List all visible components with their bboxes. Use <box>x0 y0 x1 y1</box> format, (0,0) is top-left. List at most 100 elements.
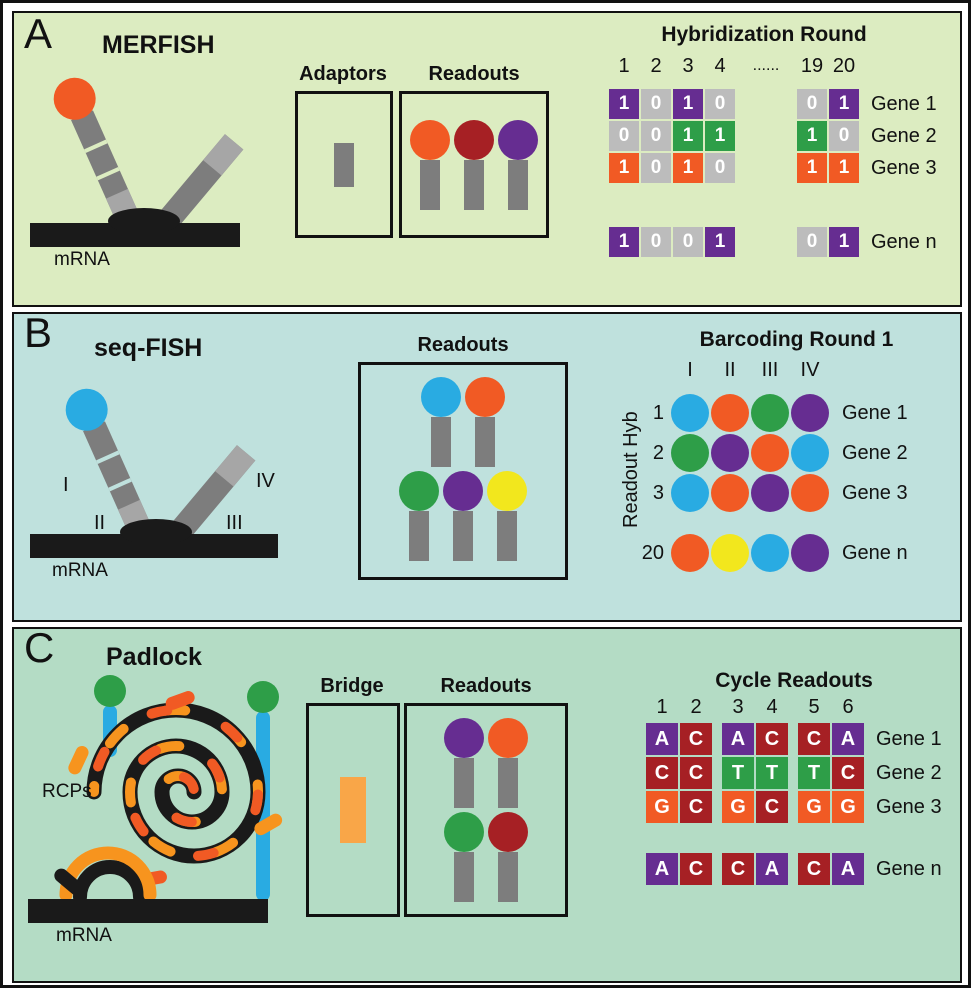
matrix-cell: 0 <box>705 153 735 183</box>
hyb-number: 20 <box>641 541 664 564</box>
probe-label-iv: IV <box>256 470 275 492</box>
barcoding-round-title: Barcoding Round 1 <box>699 328 894 351</box>
col-header: 2 <box>650 54 662 77</box>
spiral-orange-segments <box>89 705 264 861</box>
base-cell: C <box>756 791 788 823</box>
readout-probe-row <box>442 812 530 902</box>
hyb-number: 3 <box>652 481 664 504</box>
probe-stem <box>498 758 518 808</box>
matrix-cell: 1 <box>797 121 827 151</box>
panel-padlock: C Padlock RCPs mRNA Bridge Readouts <box>12 624 962 983</box>
barcode-dot-orange <box>751 434 789 472</box>
readout-probe <box>443 471 483 561</box>
col-header: 3 <box>732 695 744 718</box>
base-cell: G <box>646 791 678 823</box>
mrna-label: mRNA <box>56 925 112 946</box>
barcode-dot-purple <box>751 474 789 512</box>
dye-circle-purple <box>444 718 484 758</box>
barcode-dot-green <box>671 434 709 472</box>
matrix-cell: 0 <box>641 227 671 257</box>
matrix-cell: 0 <box>641 89 671 119</box>
barcode-dot-yellow <box>711 534 749 572</box>
barcode-dot-orange <box>711 394 749 432</box>
gene-label: Gene n <box>876 857 942 880</box>
dye-circle-green-left <box>94 675 126 707</box>
readouts-label: Readouts <box>417 334 509 356</box>
gene-label: Gene n <box>842 541 908 564</box>
matrix-cell: 1 <box>609 227 639 257</box>
orange-capsule <box>254 813 283 836</box>
method-title: MERFISH <box>102 31 215 59</box>
method-title: seq-FISH <box>94 334 203 362</box>
readout-probe-row <box>397 471 529 561</box>
col-header: 4 <box>766 695 778 718</box>
matrix-cell: 1 <box>673 121 703 151</box>
barcode-dot-purple <box>791 534 829 572</box>
matrix-cell: 1 <box>705 227 735 257</box>
black-arch <box>73 860 147 904</box>
base-cell: C <box>832 757 864 789</box>
matrix-cell: 0 <box>829 121 859 151</box>
left-probe-arm <box>53 77 141 228</box>
matrix-cell: 1 <box>797 153 827 183</box>
matrix-cell: 1 <box>829 89 859 119</box>
base-cell: C <box>722 853 754 885</box>
base-cell: A <box>722 723 754 755</box>
probe-stem <box>453 511 473 561</box>
col-header: 6 <box>842 695 854 718</box>
base-cell: G <box>722 791 754 823</box>
col-header: 19 <box>800 54 824 77</box>
col-header: 5 <box>808 695 820 718</box>
barcode-dot-blue <box>791 434 829 472</box>
bridge-label: Bridge <box>320 675 384 697</box>
dye-circle-orange <box>488 718 528 758</box>
padlock-rcp-illustration <box>28 675 283 923</box>
dye-circle-green <box>399 471 439 511</box>
base-cell: T <box>722 757 754 789</box>
readout-probe <box>444 718 484 808</box>
barcode-dot-blue <box>751 534 789 572</box>
matrix-cell: 0 <box>673 227 703 257</box>
gene-label: Gene 1 <box>876 727 942 750</box>
matrix-row-spacer <box>609 185 937 227</box>
col-header: 1 <box>618 54 630 77</box>
grid-row: 3 Gene 3 <box>640 474 908 512</box>
probe-stem <box>497 511 517 561</box>
matrix-cell: 1 <box>673 89 703 119</box>
base-cell: A <box>832 853 864 885</box>
gene-label: Gene 3 <box>842 481 908 504</box>
base-cell: T <box>798 757 830 789</box>
matrix-cell: 1 <box>829 227 859 257</box>
barcode-dot-purple <box>791 394 829 432</box>
seqfish-probe-illustration <box>30 388 278 558</box>
base-cell: C <box>798 723 830 755</box>
matrix-cell: 0 <box>797 89 827 119</box>
left-probe-arm <box>65 388 153 539</box>
dye-circle-darkred <box>488 812 528 852</box>
matrix-cell: 0 <box>609 121 639 151</box>
method-title: Padlock <box>106 643 202 671</box>
readout-probe <box>454 119 494 210</box>
dye-circle-blue <box>65 388 108 431</box>
matrix-cell: 0 <box>705 89 735 119</box>
merfish-probe-illustration <box>30 77 244 247</box>
readout-probe <box>410 119 450 210</box>
base-cell: T <box>756 757 788 789</box>
dye-circle-orange <box>410 119 450 160</box>
col-header: III <box>761 359 779 381</box>
adaptors-box <box>295 91 393 238</box>
probe-stem <box>464 159 484 210</box>
readout-probe <box>444 812 484 902</box>
barcode-dot-orange <box>671 534 709 572</box>
matrix-cell: 0 <box>797 227 827 257</box>
ellipsis: ...... <box>752 57 780 74</box>
readouts-box <box>399 91 549 238</box>
